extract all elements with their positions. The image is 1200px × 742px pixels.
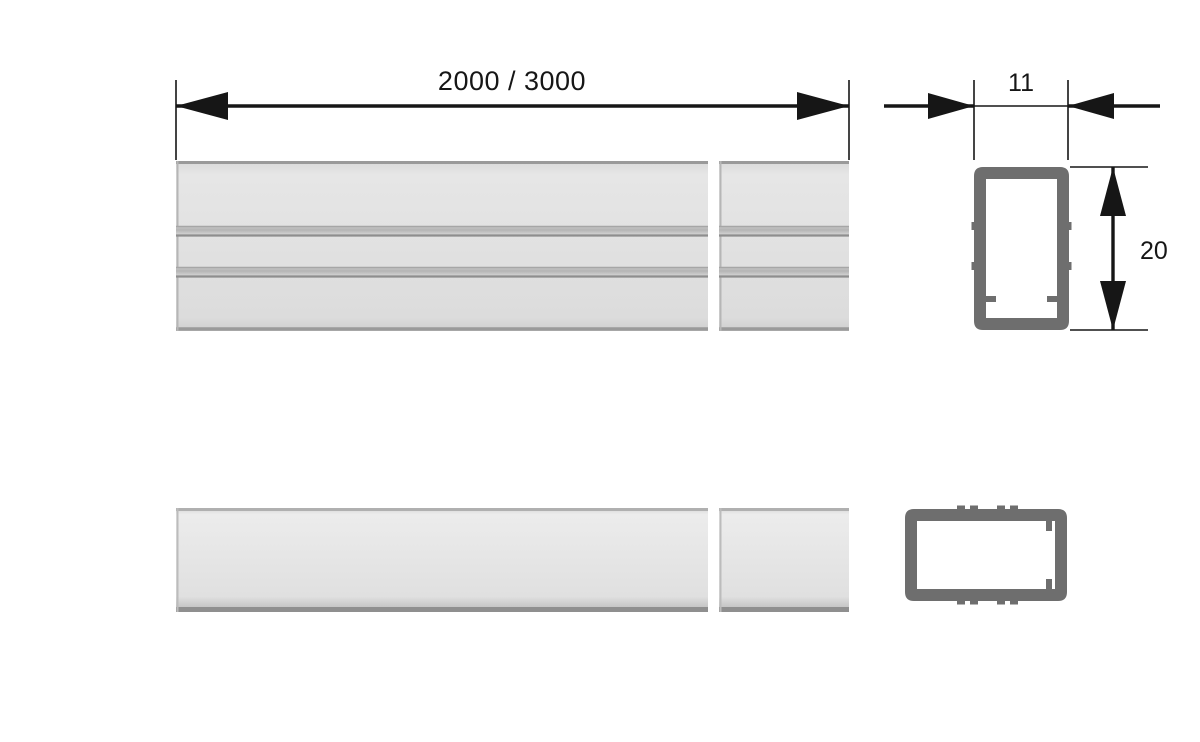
notch-left-lower — [971, 262, 975, 270]
profile-body — [176, 161, 708, 331]
profile-wall — [974, 167, 1069, 330]
notch-bottom-4 — [1010, 601, 1018, 605]
view-rear-elevation-left-segment — [176, 508, 708, 612]
notch-top-1 — [957, 505, 965, 509]
profile-body — [719, 508, 849, 612]
arrowhead-up-icon — [1100, 167, 1126, 216]
arrowhead-left-icon — [176, 92, 228, 120]
dimension-length: 2000 / 3000 — [175, 66, 850, 160]
view-cross-section-rotated — [905, 505, 1067, 605]
view-front-elevation-left-segment — [176, 161, 708, 331]
arrowhead-right-icon — [1068, 93, 1114, 119]
dimension-width: 11 — [884, 69, 1160, 160]
view-cross-section-vertical — [971, 167, 1072, 330]
profile-body — [719, 161, 849, 331]
notch-right-upper — [1068, 222, 1072, 230]
groove-band-1 — [176, 226, 708, 236]
arrowhead-down-icon — [1100, 281, 1126, 330]
arrowhead-right-icon — [797, 92, 849, 120]
notch-bottom-1 — [957, 601, 965, 605]
notch-top-4 — [1010, 505, 1018, 509]
view-front-elevation-right-segment — [719, 161, 849, 331]
arrowhead-left-icon — [928, 93, 974, 119]
view-rear-elevation-right-segment — [719, 508, 849, 612]
notch-top-3 — [997, 505, 1005, 509]
dimension-width-label: 11 — [1008, 69, 1034, 97]
notch-top-2 — [970, 505, 978, 509]
profile-body — [176, 508, 708, 612]
groove-band-2 — [719, 267, 849, 277]
dimension-height: 20 — [1070, 166, 1168, 331]
dimension-length-label: 2000 / 3000 — [438, 66, 586, 96]
profile-wall — [905, 509, 1067, 601]
notch-bottom-2 — [970, 601, 978, 605]
groove-band-2 — [176, 267, 708, 277]
notch-bottom-3 — [997, 601, 1005, 605]
notch-left-upper — [971, 222, 975, 230]
notch-right-lower — [1068, 262, 1072, 270]
dimension-height-label: 20 — [1140, 237, 1168, 265]
groove-band-1 — [719, 226, 849, 236]
